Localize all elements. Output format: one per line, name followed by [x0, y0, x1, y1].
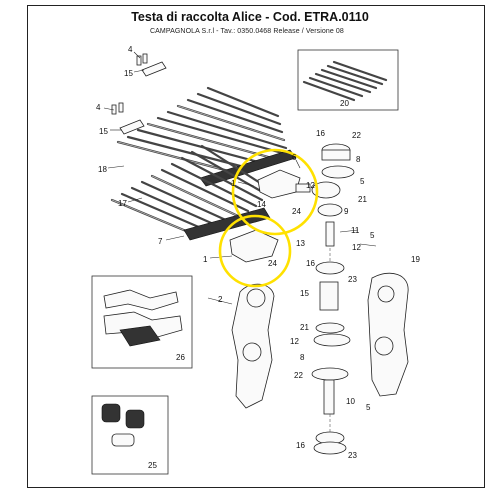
callout-8-low: 8: [300, 353, 305, 362]
callout-4-top: 4: [128, 45, 133, 54]
callout-21-low: 21: [300, 323, 309, 332]
callout-21-top: 21: [358, 195, 367, 204]
housing-left-half: [231, 283, 275, 409]
callout-7: 7: [158, 237, 163, 246]
callout-15-mid: 15: [99, 127, 108, 136]
fastener-set-top: [111, 53, 167, 135]
callout-10: 10: [346, 397, 355, 406]
callout-12-mid: 12: [352, 243, 361, 252]
callout-6: 6: [292, 153, 297, 162]
highlight-circle-upper: [231, 148, 319, 236]
callout-8-top: 8: [356, 155, 361, 164]
callout-14: 14: [257, 200, 266, 209]
callout-13: 13: [296, 239, 305, 248]
housing-right-half: [367, 272, 409, 397]
inset-box-bushings: [91, 395, 169, 475]
callout-16-low: 16: [296, 441, 305, 450]
callout-16-top: 16: [316, 129, 325, 138]
inset-box-rods: [297, 49, 399, 111]
callout-23-top: 23: [348, 275, 357, 284]
callout-17: 17: [118, 199, 127, 208]
drawing-subtitle: CAMPAGNOLA S.r.l - Tav.: 0350.0468 Relea…: [150, 28, 344, 35]
drawing-title: Testa di raccolta Alice - Cod. ETRA.0110: [131, 10, 369, 24]
callout-11: 11: [351, 226, 360, 235]
callout-22-low: 22: [294, 371, 303, 380]
callout-16-mid: 16: [306, 259, 315, 268]
callout-22-top: 22: [352, 131, 361, 140]
inset-box-housing: [91, 275, 193, 369]
callout-4-mid: 4: [96, 103, 101, 112]
gearbox-subassembly: [229, 143, 355, 455]
callout-numbers: 4 15 4 15 18 17 7 1 1 14 24 24 6 13 20 1…: [96, 45, 420, 470]
callout-24-lower: 24: [268, 259, 277, 268]
callout-12-top: 12: [306, 181, 315, 190]
callout-1-upper: 1: [231, 179, 236, 188]
callout-15-top: 15: [124, 69, 133, 78]
callout-24-upper: 24: [292, 207, 301, 216]
callout-1-lower: 1: [203, 255, 208, 264]
callout-23-low: 23: [348, 451, 357, 460]
callout-5-top: 5: [360, 177, 365, 186]
callout-12-low: 12: [290, 337, 299, 346]
callout-2: 2: [218, 295, 223, 304]
rod-group-upper: [116, 86, 297, 187]
callout-18: 18: [98, 165, 107, 174]
callout-26: 26: [176, 353, 185, 362]
callout-5-low: 5: [366, 403, 371, 412]
callout-20: 20: [340, 99, 349, 108]
callout-5-mid: 5: [370, 231, 375, 240]
callout-9: 9: [344, 207, 349, 216]
callout-19: 19: [411, 255, 420, 264]
callout-25: 25: [148, 461, 157, 470]
highlight-circle-lower: [218, 214, 292, 288]
callout-15-shaft: 15: [300, 289, 309, 298]
